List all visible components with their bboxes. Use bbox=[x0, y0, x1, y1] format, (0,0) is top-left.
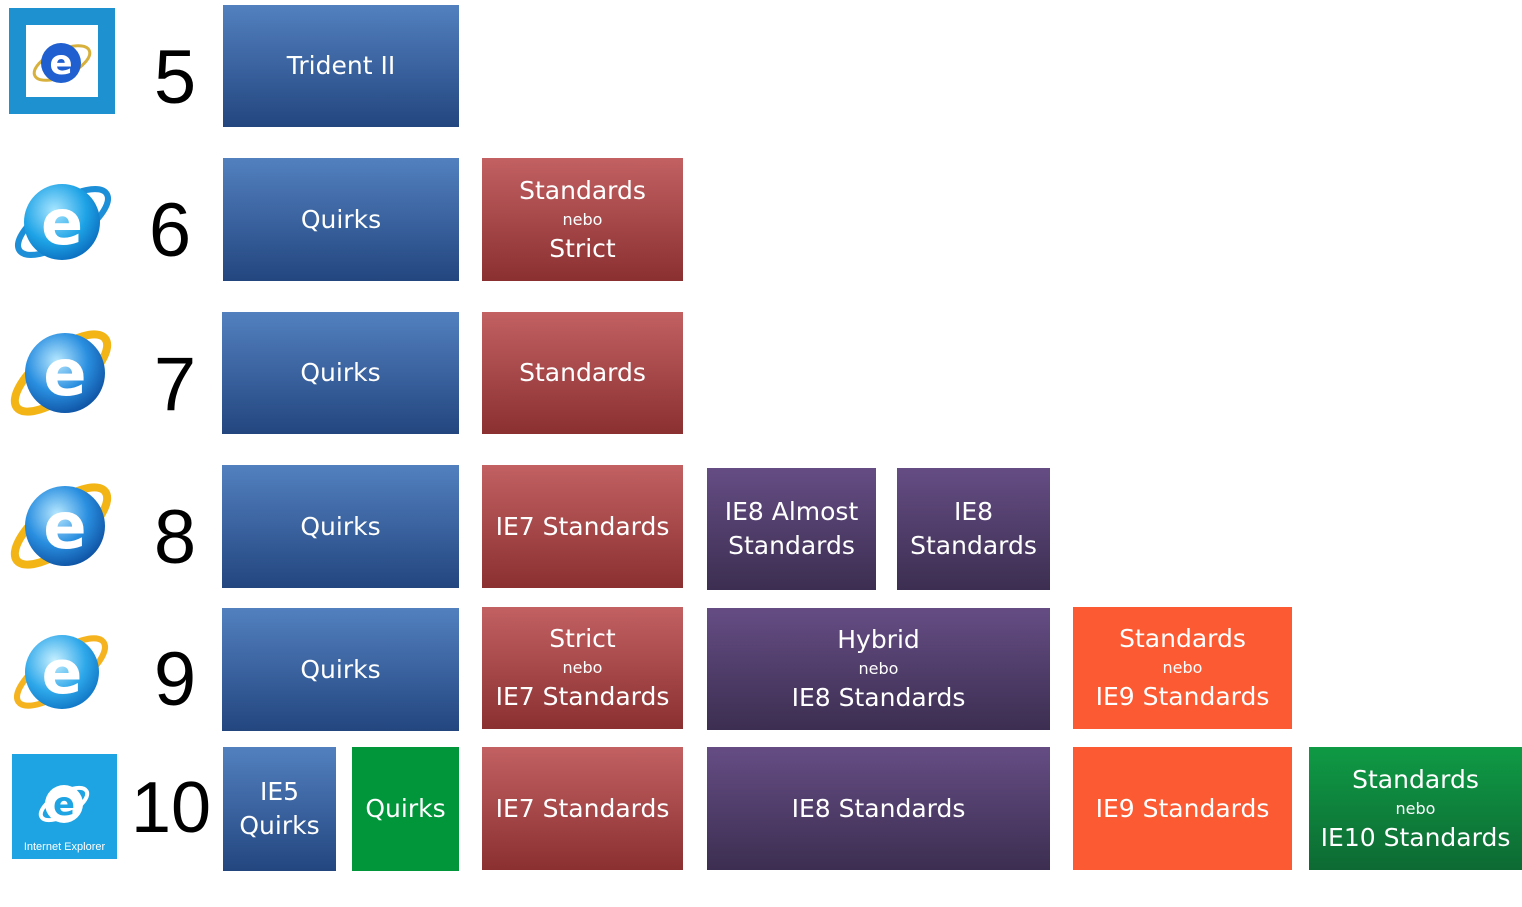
box-label-line1: Standards bbox=[1119, 624, 1246, 653]
box-label-line1: IE8 bbox=[953, 497, 994, 526]
box-label: IE7 Standards bbox=[495, 511, 670, 541]
ie9-standards-box: IE9 Standards bbox=[1073, 747, 1292, 870]
version-number: 9 bbox=[153, 637, 197, 722]
box-label: Quirks bbox=[300, 511, 381, 541]
ie8-logo-icon: e bbox=[3, 468, 118, 583]
trident-ii-box: Trident II bbox=[223, 5, 459, 127]
box-label: Quirks bbox=[300, 654, 381, 684]
ie6-logo-icon: e bbox=[10, 166, 116, 274]
box-label-nebo: nebo bbox=[562, 658, 603, 677]
box-label-line2: Standards bbox=[728, 531, 855, 560]
ie5-quirks-box: IE5 Quirks bbox=[223, 747, 336, 871]
box-label-line2: Standards bbox=[910, 531, 1037, 560]
box-label-nebo: nebo bbox=[1395, 798, 1436, 818]
standards-box: Standards bbox=[482, 312, 683, 434]
box-label: IE7 Standards bbox=[495, 793, 670, 823]
box-label-line1: IE8 Almost bbox=[724, 497, 859, 526]
svg-text:e: e bbox=[42, 638, 83, 708]
box-label-line1: Strict bbox=[549, 624, 616, 653]
box-label-line1: Hybrid bbox=[837, 625, 920, 654]
box-label: Standards bbox=[519, 358, 646, 387]
strict-ie7-standards-box: Strict nebo IE7 Standards bbox=[482, 607, 683, 729]
box-label: Trident II bbox=[286, 51, 396, 80]
quirks-box: Quirks bbox=[222, 608, 459, 731]
box-label: IE9 Standards bbox=[1095, 793, 1270, 823]
box-label-line2: Quirks bbox=[239, 811, 320, 840]
box-label: Quirks bbox=[300, 204, 382, 234]
box-label-line1: Standards bbox=[519, 175, 646, 205]
box-label-nebo: nebo bbox=[1162, 658, 1203, 677]
ie7-standards-box: IE7 Standards bbox=[482, 747, 683, 870]
svg-text:e: e bbox=[41, 186, 83, 259]
box-label-line1: IE5 bbox=[259, 777, 300, 806]
box-label-line1: Standards bbox=[1352, 764, 1479, 794]
version-number: 7 bbox=[153, 342, 197, 427]
box-label: IE8 Standards bbox=[791, 793, 966, 823]
quirks-box: Quirks bbox=[223, 158, 459, 281]
ie8-standards-box: IE8 Standards bbox=[707, 747, 1050, 870]
box-label-line2: IE8 Standards bbox=[791, 683, 966, 712]
box-label: Quirks bbox=[300, 358, 381, 387]
version-number: 5 bbox=[153, 35, 197, 120]
quirks-box: Quirks bbox=[222, 312, 459, 434]
ie10-logo-icon: e Internet Explorer bbox=[12, 754, 117, 859]
svg-text:e: e bbox=[43, 337, 86, 411]
box-label-line2: IE10 Standards bbox=[1320, 822, 1511, 852]
version-number: 8 bbox=[153, 495, 197, 580]
box-label-line2: IE9 Standards bbox=[1095, 682, 1270, 711]
hybrid-ie8-standards-box: Hybrid nebo IE8 Standards bbox=[707, 608, 1050, 730]
version-number: 10 bbox=[130, 768, 212, 848]
ie10-standards-box: Standards nebo IE10 Standards bbox=[1309, 747, 1522, 870]
quirks-box: Quirks bbox=[222, 465, 459, 588]
svg-text:e: e bbox=[49, 43, 72, 83]
quirks-box: Quirks bbox=[352, 747, 459, 871]
svg-text:e: e bbox=[53, 785, 75, 823]
box-label: Quirks bbox=[365, 794, 446, 823]
box-label-nebo: nebo bbox=[858, 659, 899, 678]
ie9-logo-icon: e bbox=[8, 620, 114, 722]
ie5-logo-icon: e bbox=[9, 8, 115, 114]
box-label-line2: IE7 Standards bbox=[495, 682, 670, 711]
ie7-standards-box: IE7 Standards bbox=[482, 465, 683, 588]
ie9-standards-box: Standards nebo IE9 Standards bbox=[1073, 607, 1292, 729]
standards-strict-box: Standards nebo Strict bbox=[482, 158, 683, 281]
ie8-standards-box: IE8 Standards bbox=[897, 468, 1050, 590]
svg-text:e: e bbox=[43, 490, 86, 564]
ie7-logo-icon: e bbox=[3, 315, 118, 430]
ie8-almost-standards-box: IE8 Almost Standards bbox=[707, 468, 876, 590]
version-number: 6 bbox=[148, 188, 192, 273]
box-label-line2: Strict bbox=[549, 233, 616, 263]
box-label-nebo: nebo bbox=[562, 209, 603, 229]
logo-caption: Internet Explorer bbox=[23, 841, 106, 853]
